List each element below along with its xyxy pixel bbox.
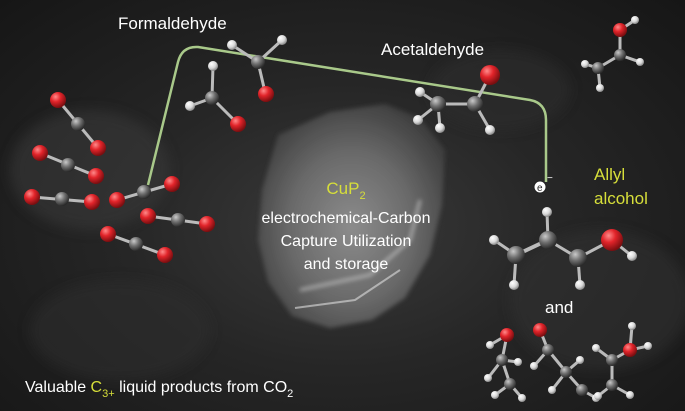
reaction-pathway-arrow <box>146 45 548 186</box>
electron-marker: e − <box>533 173 553 194</box>
formaldehyde-molecule <box>185 61 246 132</box>
co2-molecule-cluster <box>24 92 215 263</box>
allyl-alcohol-label-line2: alcohol <box>594 189 648 208</box>
center-text-line1: electrochemical-Carbon <box>262 210 431 227</box>
co2-molecule <box>140 208 215 232</box>
svg-text:e: e <box>537 183 543 194</box>
c3-product-molecule <box>484 328 526 402</box>
c3-product-molecule <box>592 322 652 400</box>
cup2-flake <box>258 104 445 328</box>
caption: Valuable C3+ liquid products from CO2 <box>25 379 293 400</box>
formaldehyde-molecule <box>227 35 287 102</box>
co2-molecule <box>50 92 106 156</box>
catalyst-label: CuP2 <box>326 179 365 202</box>
co2-molecule <box>100 226 173 263</box>
co2-molecule <box>32 145 104 184</box>
and-label: and <box>545 298 573 317</box>
co2-molecule <box>24 189 100 210</box>
co2-molecule <box>109 176 180 208</box>
acetaldehyde-label: Acetaldehyde <box>381 40 484 59</box>
alcohol-molecule-small <box>581 16 644 92</box>
allyl-alcohol-molecule <box>489 207 637 290</box>
formaldehyde-label: Formaldehyde <box>118 14 227 33</box>
center-text-line3: and storage <box>304 256 389 273</box>
svg-text:−: − <box>547 173 553 184</box>
center-text-line2: Capture Utilization <box>281 233 412 250</box>
acetaldehyde-molecule <box>413 65 500 135</box>
allyl-alcohol-label-line1: Allyl <box>594 165 625 184</box>
